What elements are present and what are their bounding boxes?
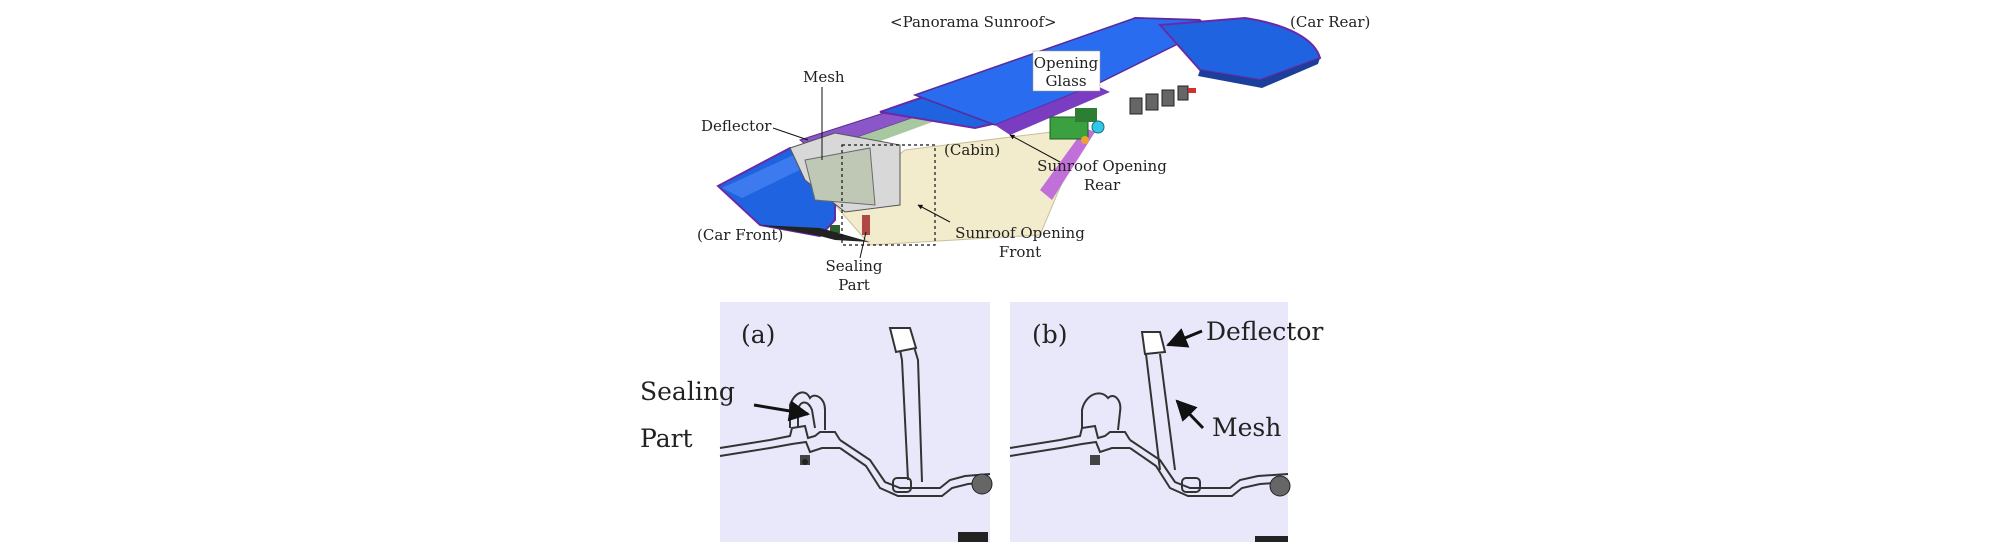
sunroof-opening-front-line2: Front — [999, 243, 1041, 261]
front-lower-edge — [760, 225, 870, 242]
panel-b: (b) Deflector Mesh — [1009, 302, 1323, 542]
side-track — [995, 85, 1110, 135]
car-front-label: (Car Front) — [697, 226, 783, 244]
panel-b-round-cap — [1269, 475, 1291, 497]
panel-a-background — [720, 302, 990, 542]
panel-b-mesh-label: Mesh — [1212, 413, 1281, 442]
sealing-part-top-leader — [859, 231, 867, 259]
rear-roof-edge — [1198, 58, 1320, 88]
sealing-part-top-line2: Part — [838, 276, 870, 294]
sunroof-opening-rear-line2: Rear — [1084, 176, 1121, 194]
mechanism-green-2 — [1075, 108, 1097, 122]
panel-a-corner-block — [958, 532, 988, 542]
rear-mechanism — [1129, 85, 1189, 115]
sunroof-3d-illustration — [716, 16, 1322, 246]
panel-b-cross-section — [1009, 331, 1289, 497]
top-labels: <Panorama Sunroof> (Car Rear) (Car Front… — [697, 13, 1370, 294]
rear-red-clip — [1188, 88, 1196, 93]
car-rear-label: (Car Rear) — [1290, 13, 1370, 31]
opening-glass-label-line1: Opening — [1034, 54, 1099, 72]
panel-a-sealing-part-line1: Sealing — [640, 377, 735, 406]
sealing-highlight-box — [841, 144, 936, 246]
panorama-sunroof-title: <Panorama Sunroof> — [890, 13, 1057, 31]
panel-b-deflector-arrow — [1166, 328, 1203, 348]
sunroof-opening-rear-line1: Sunroof Opening — [1037, 157, 1167, 175]
panel-a-cross-section — [719, 327, 991, 497]
panel-b-hardware — [1090, 455, 1100, 465]
mechanism-orange — [1081, 136, 1089, 144]
panel-b-mesh-arrow — [1175, 399, 1205, 430]
mesh-label: Mesh — [803, 68, 845, 86]
inner-rail-right — [1040, 128, 1095, 200]
mechanism-green-1 — [1049, 116, 1089, 140]
front-seal-part — [862, 215, 870, 235]
deflector-label: Deflector — [701, 117, 772, 135]
panel-a-sealing-part-line2: Part — [640, 424, 693, 453]
opening-glass-label-box — [1032, 50, 1101, 92]
panel-b-tag: (b) — [1032, 320, 1068, 349]
panel-a-hardware — [800, 455, 810, 465]
opening-glass-label-line2: Glass — [1045, 72, 1086, 90]
panel-b-deflector-label: Deflector — [1206, 317, 1323, 346]
sunroof-opening-front-leader — [917, 204, 951, 223]
front-seal-part-2 — [830, 225, 840, 233]
front-roof-lip — [722, 152, 820, 198]
panel-a-sealing-arrow — [753, 400, 811, 422]
mesh-strip — [804, 147, 876, 206]
panel-a-tag: (a) — [741, 320, 775, 349]
panel-a: (a) Sealing Part — [640, 302, 993, 542]
panel-b-corner-block — [1255, 536, 1288, 542]
sealing-part-top-line1: Sealing — [826, 257, 883, 275]
sunroof-opening-front-line1: Sunroof Opening — [955, 224, 1085, 242]
panel-a-round-cap — [971, 473, 993, 495]
deflector-leader — [772, 127, 809, 141]
sunroof-opening-rear-leader — [1009, 134, 1061, 163]
cabin-label: (Cabin) — [944, 141, 1000, 159]
mechanism-cyan — [1091, 120, 1105, 134]
